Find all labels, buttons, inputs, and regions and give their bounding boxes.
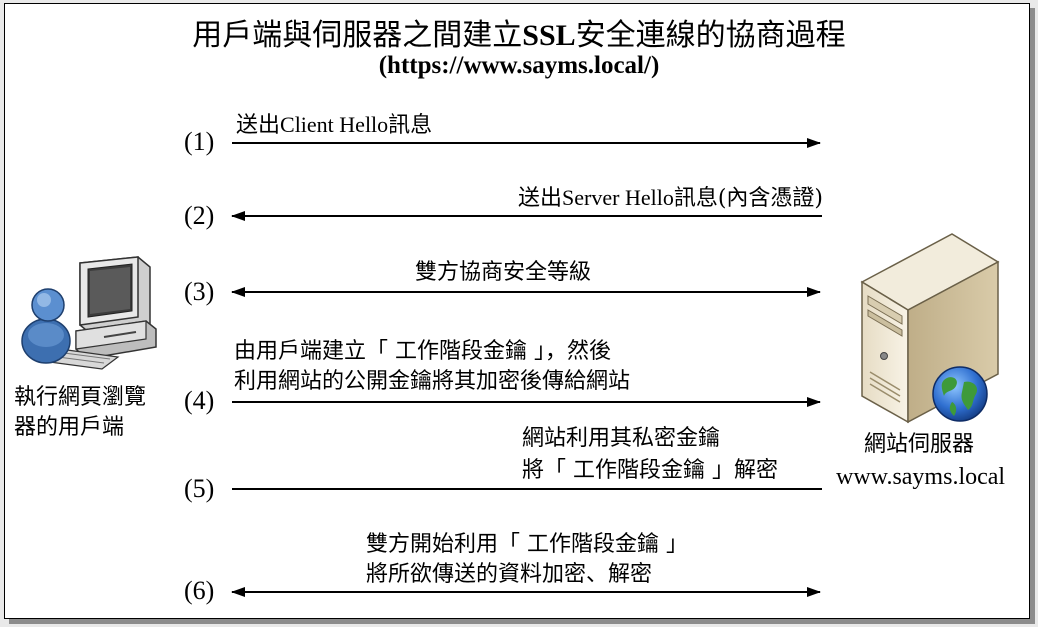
diagram-title: 用戶端與伺服器之間建立SSL安全連線的協商過程 bbox=[0, 10, 1038, 54]
title-part-2: 安全連線的協商過程 bbox=[575, 18, 846, 53]
step-1-label: 送出Client Hello訊息 bbox=[236, 112, 433, 138]
client-caption-line-1: 執行網頁瀏覽 bbox=[14, 385, 147, 410]
step-5-label-line-2: 將「 工作階段金鑰 」解密 bbox=[522, 458, 778, 483]
web-server-globe-icon bbox=[856, 232, 1002, 424]
diagram-subtitle: (https://www.sayms.local/) bbox=[378, 52, 660, 79]
step-6-label-line-1: 雙方開始利用「 工作階段金鑰 」 bbox=[366, 532, 688, 557]
computer-user-icon bbox=[18, 255, 158, 370]
step-6-number: (6) bbox=[184, 576, 215, 605]
step-4-number: (4) bbox=[184, 386, 215, 415]
step-5-number: (5) bbox=[184, 474, 215, 503]
title-ssl: SSL bbox=[522, 19, 576, 52]
server-caption-line-1: 網站伺服器 bbox=[864, 432, 975, 457]
step-6-label-line-2: 將所欲傳送的資料加密、解密 bbox=[366, 562, 653, 587]
step-4-label-line-1: 由用戶端建立「 工作階段金鑰 」，然後 bbox=[234, 339, 611, 364]
server-caption-line-2: www.sayms.local bbox=[836, 464, 1006, 490]
step-2-number: (2) bbox=[184, 201, 215, 230]
step-2-label: 送出Server Hello訊息(內含憑證) bbox=[518, 185, 823, 211]
client-caption-line-2: 器的用戶端 bbox=[14, 415, 125, 440]
step-3-number: (3) bbox=[184, 277, 215, 306]
step-3-label: 雙方協商安全等級 bbox=[415, 260, 592, 285]
diagram-frame bbox=[4, 3, 1030, 619]
step-5-label-line-1: 網站利用其私密金鑰 bbox=[522, 426, 721, 451]
title-part-1: 用戶端與伺服器之間建立 bbox=[192, 18, 523, 53]
step-4-label-line-2: 利用網站的公開金鑰將其加密後傳給網站 bbox=[234, 369, 631, 394]
step-1-number: (1) bbox=[184, 127, 215, 156]
